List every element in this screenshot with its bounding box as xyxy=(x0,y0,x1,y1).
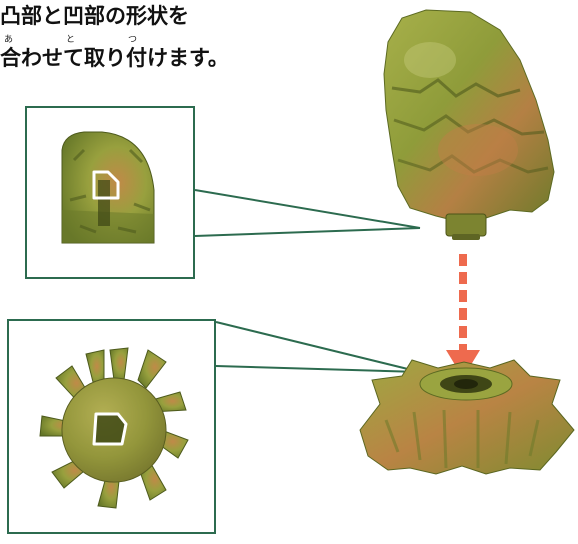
peg-icon xyxy=(445,213,487,240)
ruby-reading-a: あ xyxy=(4,35,14,45)
gear-base-icon xyxy=(359,359,575,475)
socket-d-shape-closeup-icon xyxy=(39,347,189,509)
dotted-down-arrow-icon xyxy=(446,254,480,378)
caption-line-1: 凸部と凹部の形状を xyxy=(0,4,189,28)
caption-line-2: 合わせて取り付けます。 xyxy=(0,46,229,70)
ruby-reading-tsu: つ xyxy=(128,35,138,45)
rock-block-icon xyxy=(383,9,555,223)
ruby-reading-to: と xyxy=(66,35,76,45)
peg-d-shape-closeup-icon xyxy=(61,131,155,244)
callout-lines xyxy=(194,189,421,373)
instruction-caption: 凸部と凹部の形状を あ と つ 合わせて取り付けます。 xyxy=(0,0,340,80)
